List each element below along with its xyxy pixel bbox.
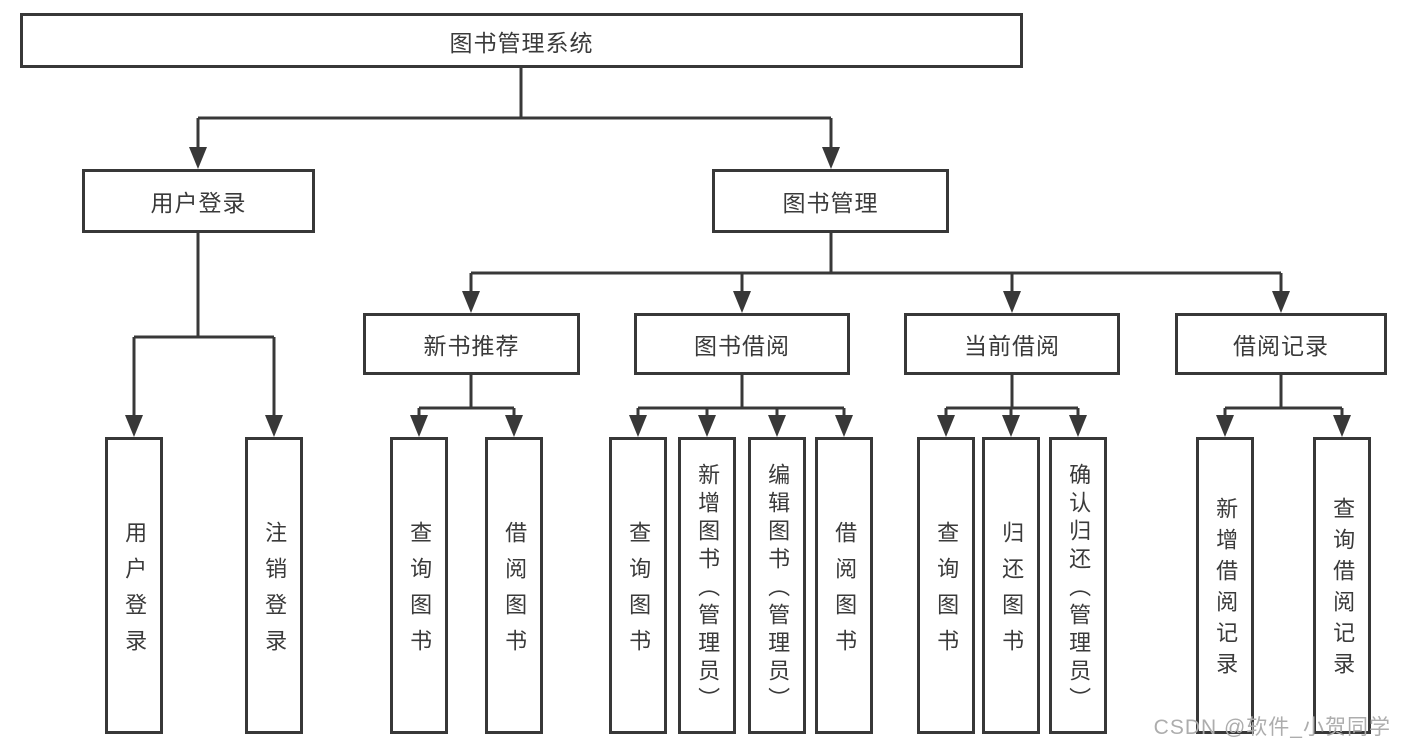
leaf-recommend-borrow-books-label: 借阅图书 xyxy=(502,520,528,665)
leaf-user-login: 用户登录 xyxy=(105,437,163,734)
arrowheads xyxy=(125,147,1351,437)
node-root-label: 图书管理系统 xyxy=(449,29,594,56)
leaf-recommend-query-books-label: 查询图书 xyxy=(407,520,433,665)
node-borrow-records-label: 借阅记录 xyxy=(1233,333,1329,359)
leaf-records-query-record-label: 查询借阅记录 xyxy=(1330,497,1356,683)
leaf-current-confirm-return-admin-label: 确认归还（管理员） xyxy=(1066,462,1092,715)
leaf-borrow-add-books-admin-label: 新增图书（管理员） xyxy=(695,462,721,715)
leaf-logout: 注销登录 xyxy=(245,437,303,734)
node-book-management-label: 图书管理 xyxy=(782,190,879,216)
node-book-borrow: 图书借阅 xyxy=(634,313,850,375)
leaf-current-return-books-label: 归还图书 xyxy=(999,520,1025,665)
csdn-watermark: CSDN @软件_小贺同学 xyxy=(1153,716,1391,739)
leaf-recommend-borrow-books: 借阅图书 xyxy=(485,437,543,734)
leaf-records-add-record-label: 新增借阅记录 xyxy=(1213,497,1239,683)
node-root: 图书管理系统 xyxy=(20,13,1023,68)
leaf-borrow-add-books-admin: 新增图书（管理员） xyxy=(678,437,736,734)
node-user-login: 用户登录 xyxy=(82,169,315,233)
node-book-management: 图书管理 xyxy=(712,169,949,233)
leaf-records-add-record: 新增借阅记录 xyxy=(1196,437,1254,734)
node-new-book-recommend: 新书推荐 xyxy=(363,313,580,375)
leaf-current-query-books: 查询图书 xyxy=(917,437,975,734)
leaf-borrow-edit-books-admin: 编辑图书（管理员） xyxy=(748,437,806,734)
leaf-borrow-edit-books-admin-label: 编辑图书（管理员） xyxy=(765,462,791,715)
leaf-borrow-borrow-books-label: 借阅图书 xyxy=(832,520,858,665)
leaf-user-login-label: 用户登录 xyxy=(122,520,148,665)
leaf-borrow-query-books-label: 查询图书 xyxy=(626,520,652,665)
leaf-current-query-books-label: 查询图书 xyxy=(934,520,960,665)
leaf-logout-label: 注销登录 xyxy=(262,520,288,665)
leaf-borrow-query-books: 查询图书 xyxy=(609,437,667,734)
leaf-recommend-query-books: 查询图书 xyxy=(390,437,448,734)
node-current-borrow-label: 当前借阅 xyxy=(964,333,1060,359)
node-new-book-recommend-label: 新书推荐 xyxy=(423,333,520,359)
leaf-borrow-borrow-books: 借阅图书 xyxy=(815,437,873,734)
node-user-login-label: 用户登录 xyxy=(150,190,247,216)
node-book-borrow-label: 图书借阅 xyxy=(694,333,790,359)
leaf-current-return-books: 归还图书 xyxy=(982,437,1040,734)
node-borrow-records: 借阅记录 xyxy=(1175,313,1387,375)
leaf-records-query-record: 查询借阅记录 xyxy=(1313,437,1371,734)
node-current-borrow: 当前借阅 xyxy=(904,313,1120,375)
leaf-current-confirm-return-admin: 确认归还（管理员） xyxy=(1049,437,1107,734)
